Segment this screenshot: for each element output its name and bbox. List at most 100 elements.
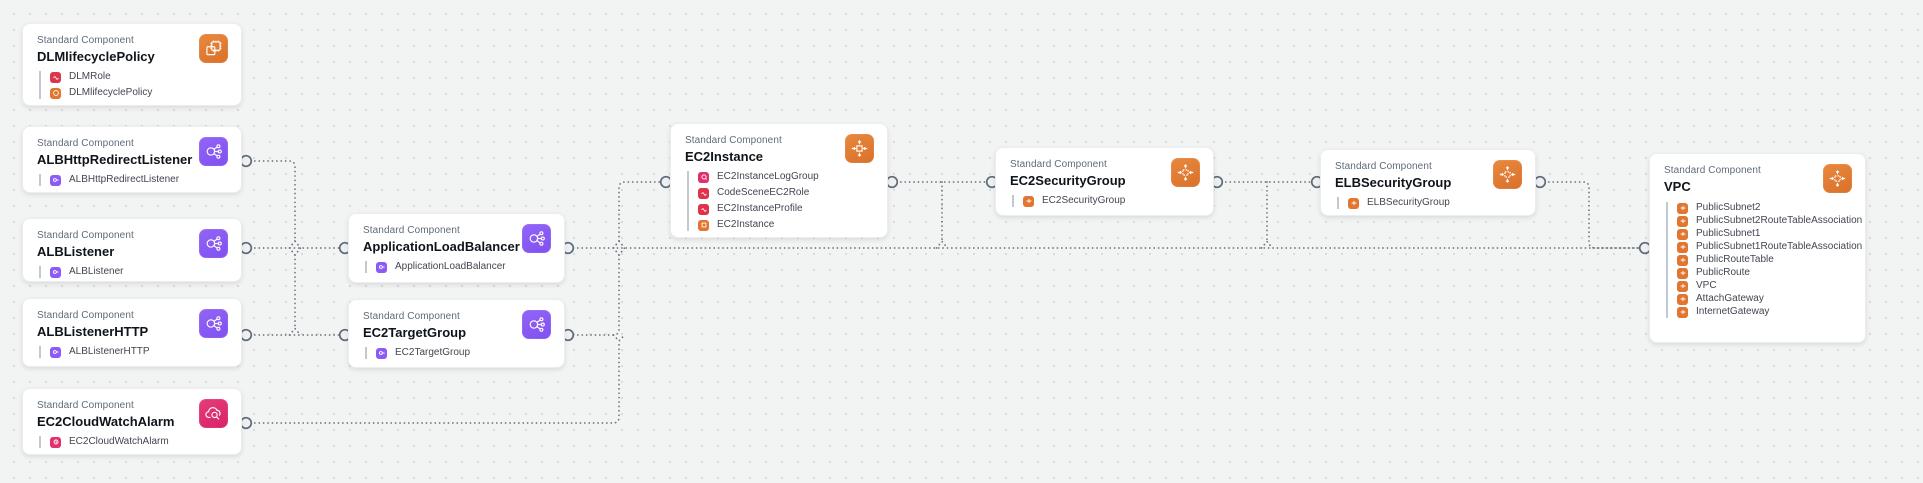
target-group-resource-icon	[376, 347, 387, 359]
resource-item[interactable]: AttachGateway	[1677, 293, 1851, 305]
resource-item-label: EC2TargetGroup	[395, 347, 471, 358]
resource-item-label: ALBHttpRedirectListener	[69, 174, 180, 185]
resource-item[interactable]: EC2InstanceProfile	[698, 203, 873, 215]
port-elbsecuritygroup-right[interactable]	[1533, 175, 1547, 189]
resource-item-label: ELBSecurityGroup	[1367, 197, 1450, 208]
resource-item[interactable]: DLMRole	[50, 71, 227, 83]
ec2-resource-icon	[698, 219, 709, 231]
cloudwatch-icon	[199, 399, 228, 428]
component-card-dlmlifecyclepolicy[interactable]: Standard Component DLMlifecyclePolicy DL…	[22, 23, 242, 106]
port-alblistener-right[interactable]	[239, 241, 253, 255]
resource-item-label: EC2Instance	[717, 219, 775, 230]
connection-targetgroup-to-ec2instance-upper[interactable]	[618, 181, 662, 242]
resource-item-label: InternetGateway	[1696, 306, 1770, 317]
resource-item[interactable]: DLMlifecyclePolicy	[50, 87, 227, 99]
port-albhttpredirectlistener-right[interactable]	[239, 154, 253, 168]
component-card-alblistenerhttp[interactable]: Standard Component ALBListenerHTTP ALBLi…	[22, 298, 242, 367]
component-title: VPC	[1664, 179, 1691, 194]
load-balancer-icon	[522, 224, 551, 253]
iam-role-icon	[698, 187, 709, 199]
resource-item-label: EC2InstanceLogGroup	[717, 171, 819, 182]
security-group-resource-icon	[1348, 197, 1359, 209]
resource-item[interactable]: EC2Instance	[698, 219, 873, 231]
component-title: EC2Instance	[685, 149, 764, 164]
security-group-icon	[1493, 160, 1522, 189]
resource-item[interactable]: ALBListenerHTTP	[50, 346, 227, 358]
resource-item[interactable]: CodeSceneEC2Role	[698, 187, 873, 199]
component-card-ec2targetgroup[interactable]: Standard Component EC2TargetGroup EC2Tar…	[348, 299, 565, 368]
port-ec2instance-right[interactable]	[885, 175, 899, 189]
resource-item[interactable]: ALBListener	[50, 266, 227, 278]
resource-item-label: DLMRole	[69, 71, 111, 82]
component-kind-label: Standard Component	[37, 310, 134, 321]
resource-item[interactable]: ALBHttpRedirectListener	[50, 174, 227, 186]
route-table-icon	[1677, 254, 1688, 266]
component-kind-label: Standard Component	[37, 138, 134, 149]
resource-item[interactable]: ELBSecurityGroup	[1348, 197, 1521, 209]
resource-item-label: CodeSceneEC2Role	[717, 187, 810, 198]
component-card-ec2instance[interactable]: Standard Component EC2Instance EC2Instan…	[670, 123, 888, 238]
connection-elbsecuritygroup-to-vpc[interactable]	[1539, 181, 1641, 249]
component-kind-label: Standard Component	[37, 230, 134, 241]
resource-item-label: PublicSubnet2	[1696, 202, 1761, 213]
resource-item-label: AttachGateway	[1696, 293, 1764, 304]
resource-item[interactable]: EC2TargetGroup	[376, 347, 550, 359]
vpc-resource-icon	[1677, 280, 1688, 292]
resource-item-label: EC2SecurityGroup	[1042, 195, 1126, 206]
component-title: ALBListenerHTTP	[37, 324, 149, 339]
resource-item[interactable]: PublicSubnet2	[1677, 202, 1851, 214]
component-title: ALBHttpRedirectListener	[37, 152, 193, 167]
component-card-vpc[interactable]: Standard Component VPC PublicSubnet2	[1649, 153, 1866, 343]
component-title: EC2CloudWatchAlarm	[37, 414, 175, 429]
subnet-icon	[1677, 228, 1688, 240]
load-balancer-icon	[199, 137, 228, 166]
component-card-applicationloadbalancer[interactable]: Standard Component ApplicationLoadBalanc…	[348, 213, 565, 283]
listener-icon	[50, 346, 61, 358]
resource-item-label: PublicSubnet1RouteTableAssociation	[1696, 241, 1863, 252]
resource-item[interactable]: ApplicationLoadBalancer	[376, 261, 550, 273]
component-card-ec2cloudwatchalarm[interactable]: Standard Component EC2CloudWatchAlarm EC…	[22, 388, 242, 455]
connection-junction-merge	[288, 327, 302, 336]
resource-item[interactable]: EC2CloudWatchAlarm	[50, 436, 227, 448]
component-card-alblistener[interactable]: Standard Component ALBListener ALBListen…	[22, 218, 242, 282]
resource-item-label: VPC	[1696, 280, 1717, 291]
route-icon	[1677, 267, 1688, 279]
component-title: ALBListener	[37, 244, 115, 259]
port-ec2cloudwatchalarm-right[interactable]	[239, 416, 253, 430]
iam-role-icon	[50, 71, 61, 83]
connection-junction-cross	[612, 240, 626, 256]
resource-item[interactable]: PublicSubnet1RouteTableAssociation	[1677, 241, 1862, 253]
resource-item-label: EC2InstanceProfile	[717, 203, 803, 214]
component-title: ELBSecurityGroup	[1335, 175, 1452, 190]
target-group-icon	[522, 310, 551, 339]
instance-profile-icon	[698, 203, 709, 215]
resource-item-label: ALBListener	[69, 266, 124, 277]
component-kind-label: Standard Component	[37, 400, 134, 411]
resource-item[interactable]: PublicRouteTable	[1677, 254, 1851, 266]
resource-item[interactable]: VPC	[1677, 280, 1851, 292]
resource-item-label: DLMlifecyclePolicy	[69, 87, 153, 98]
subnet-icon	[1677, 202, 1688, 214]
component-title: DLMlifecyclePolicy	[37, 49, 155, 64]
resource-item[interactable]: InternetGateway	[1677, 306, 1851, 318]
resource-item-label: PublicRouteTable	[1696, 254, 1774, 265]
port-alblistenerhttp-right[interactable]	[239, 328, 253, 342]
gateway-attachment-icon	[1677, 293, 1688, 305]
resource-item[interactable]: EC2SecurityGroup	[1023, 195, 1199, 207]
connection-albhttpredirectlistener[interactable]	[245, 160, 296, 242]
component-card-ec2securitygroup[interactable]: Standard Component EC2SecurityGroup EC2S…	[995, 147, 1214, 216]
connection-targetgroup-to-ec2instance[interactable]	[568, 254, 620, 336]
resource-item[interactable]: PublicRoute	[1677, 267, 1851, 279]
resource-item[interactable]: PublicSubnet2RouteTableAssociation	[1677, 215, 1862, 227]
connection-junction-merge	[935, 240, 949, 249]
dlm-lifecycle-icon	[199, 34, 228, 63]
resource-item[interactable]: PublicSubnet1	[1677, 228, 1851, 240]
listener-icon	[50, 266, 61, 278]
component-card-elbsecuritygroup[interactable]: Standard Component ELBSecurityGroup ELBS…	[1320, 149, 1536, 216]
component-kind-label: Standard Component	[363, 225, 460, 236]
resource-item[interactable]: EC2InstanceLogGroup	[698, 171, 873, 183]
component-card-albhttpredirectlistener[interactable]: Standard Component ALBHttpRedirectListen…	[22, 126, 242, 193]
component-kind-label: Standard Component	[1010, 159, 1107, 170]
